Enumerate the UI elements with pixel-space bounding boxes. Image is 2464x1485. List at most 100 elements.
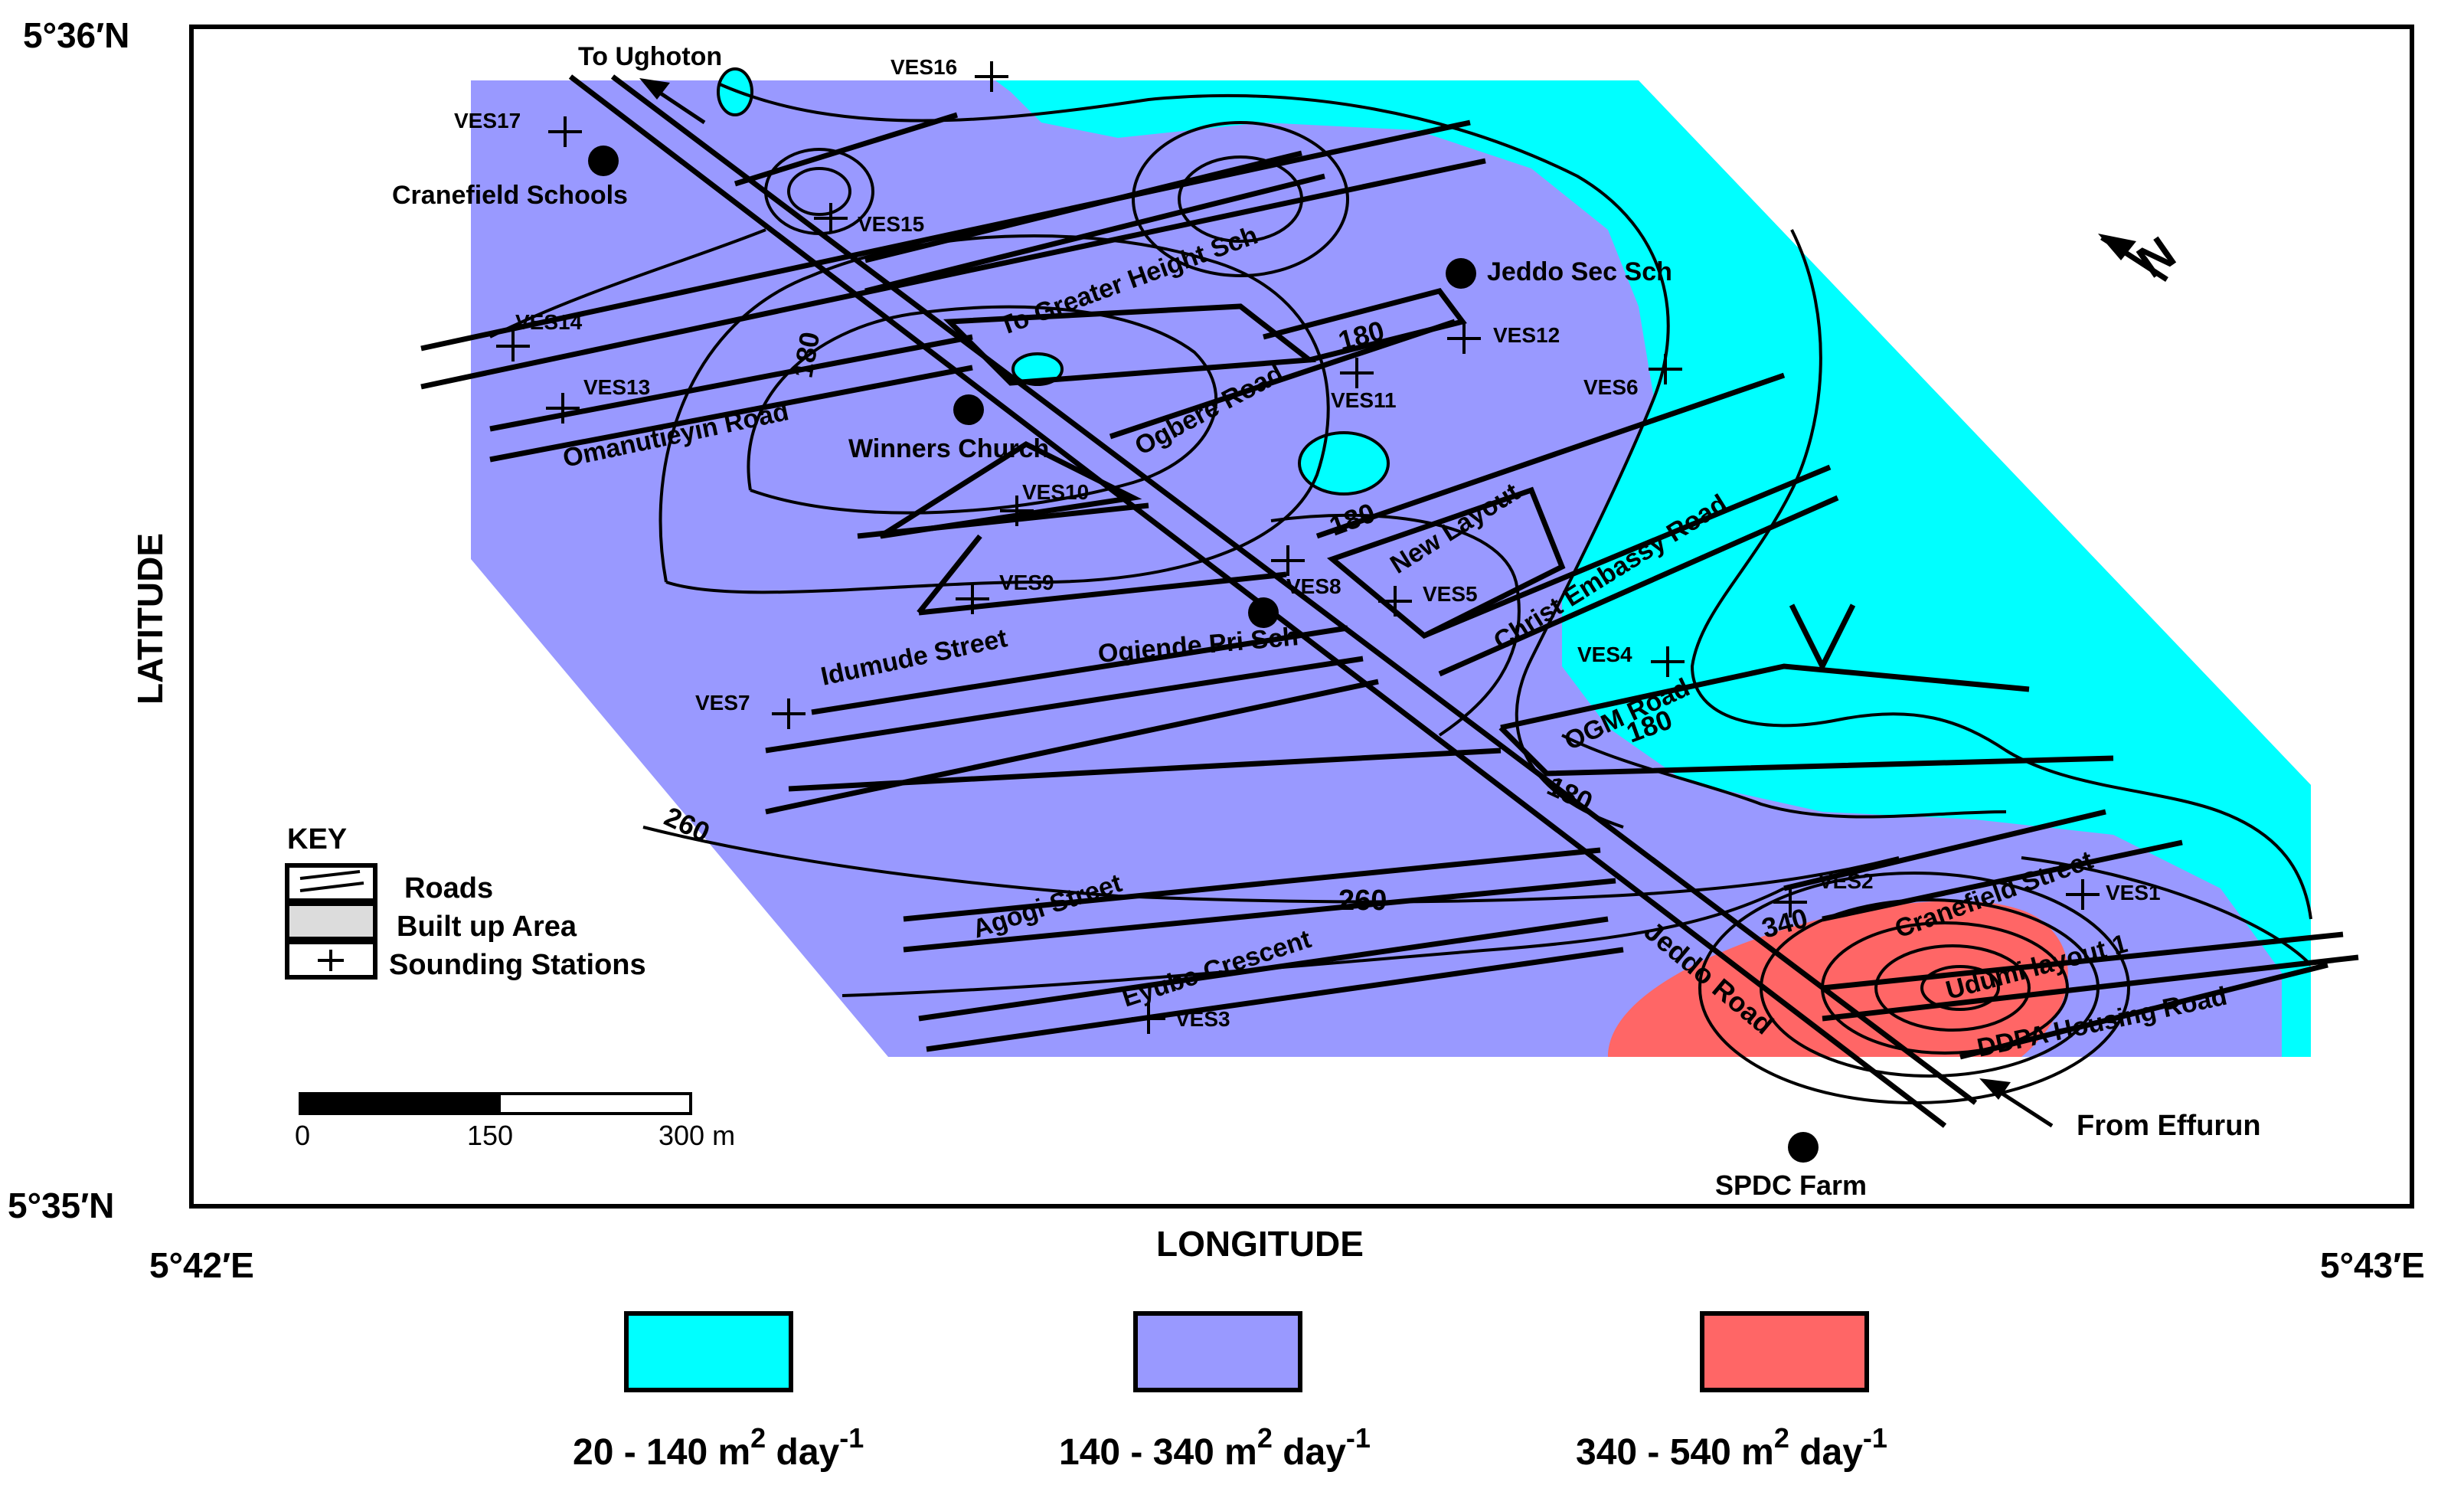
road-segment (734, 112, 959, 187)
contour-line (1132, 121, 1349, 277)
road-segment (765, 656, 1364, 754)
station-label-ves6: VES6 (1583, 375, 1639, 399)
contour-line (1874, 944, 2031, 1032)
transmissivity-legend: 20 - 140 m2 day-1 140 - 340 m2 day-1 340… (573, 1311, 1887, 1473)
lat-bottom-label: 5°35′N (8, 1186, 114, 1225)
station-label-ves17: VES17 (454, 109, 521, 132)
station-cross-ves15 (814, 203, 848, 234)
station-label-ves1: VES1 (2106, 881, 2161, 904)
legend-label-mid: 140 - 340 m2 day-1 (1059, 1422, 1371, 1473)
key-roads-icon (299, 870, 364, 892)
scale-bar: 0 150 300 m (295, 1092, 735, 1151)
road-segment (1822, 954, 2359, 1022)
station-cross-ves14 (496, 331, 530, 361)
station-label-ves9: VES9 (999, 571, 1054, 594)
from-effurun-label: From Effurun (2077, 1110, 2261, 1142)
legend-label-low: 20 - 140 m2 day-1 (573, 1422, 864, 1473)
key-sounding-label: Sounding Stations (389, 949, 646, 981)
station-cross-ves1 (2066, 879, 2100, 910)
station-cross-ves9 (956, 584, 989, 614)
jeddo-road (610, 74, 1978, 1105)
road-segment (918, 916, 1609, 1022)
station-label-ves14: VES14 (515, 310, 583, 334)
road-segment (918, 571, 1287, 616)
legend-unit: day (1789, 1432, 1863, 1473)
legend-exp: -1 (839, 1422, 864, 1454)
station-label-ves8: VES8 (1286, 574, 1341, 598)
cyan-spot-2 (1011, 352, 1064, 386)
jeddo-sec-sch-label: Jeddo Sec Sch (1487, 257, 1672, 286)
road-segment (1500, 663, 2030, 731)
contour-line (642, 826, 1900, 904)
station-cross-ves11 (1340, 358, 1374, 388)
legend-sup: 2 (1774, 1422, 1789, 1454)
legend-swatch-cyan (624, 1311, 793, 1392)
place-markers (588, 146, 1819, 1163)
road-segment (1822, 931, 2344, 991)
from-effurun-arrowhead (1979, 1078, 2011, 1100)
station-cross-ves6 (1649, 354, 1682, 384)
place-dot (1788, 1132, 1819, 1163)
legend-sup: 2 (750, 1422, 766, 1454)
frame-labels: 5°36′N 5°35′N 5°42′E 5°43′E LONGITUDE LA… (8, 15, 2425, 1285)
road-segment (420, 158, 1486, 390)
legend-range: 140 - 340 m (1059, 1432, 1257, 1473)
legend-swatch-purple (1133, 1311, 1302, 1392)
station-cross-ves3 (1132, 1003, 1165, 1034)
road-segment (917, 534, 982, 615)
key-roads-label: Roads (404, 872, 493, 904)
key-title: KEY (287, 823, 347, 855)
contour-line (747, 305, 1218, 515)
station-label-ves5: VES5 (1423, 582, 1478, 606)
station-label-ves10: VES10 (1022, 480, 1089, 504)
station-cross-ves12 (1447, 323, 1481, 354)
key-sounding-icon (318, 950, 344, 971)
legend-label-high: 340 - 540 m2 day-1 (1576, 1422, 1887, 1473)
contour-line (1561, 734, 2007, 819)
road-segment (489, 334, 973, 432)
sounding-stations: VES1VES2VES3VES4VES5VES6VES7VES8VES9VES1… (454, 55, 2161, 1034)
map-key: KEY Roads Built up Area Sounding Station… (285, 823, 646, 981)
road-segment (1423, 464, 1832, 639)
road-segment (903, 847, 1601, 922)
legend-range: 20 - 140 m (573, 1432, 750, 1473)
road-segment (1822, 839, 2183, 922)
lon-left-label: 5°42′E (149, 1245, 254, 1285)
road-segment (1789, 603, 1856, 672)
road-segment (811, 625, 1348, 715)
station-cross-ves8 (1271, 545, 1305, 576)
road-segment (1315, 372, 1786, 539)
contour-line (489, 228, 766, 339)
place-labels: To Ughoton Cranefield Schools Jeddo Sec … (392, 42, 2261, 1201)
scale-tick-300: 300 m (658, 1120, 735, 1151)
station-label-ves2: VES2 (1819, 869, 1874, 893)
contour-line (787, 167, 851, 216)
spdc-farm-label: SPDC Farm (1715, 1169, 1867, 1201)
station-cross-ves2 (1773, 887, 1807, 917)
station-cross-ves5 (1378, 586, 1412, 617)
road-segment (1498, 725, 2114, 777)
station-cross-ves7 (772, 698, 806, 729)
cranefield-schools-label: Cranefield Schools (392, 181, 628, 210)
station-label-ves11: VES11 (1331, 388, 1397, 412)
station-label-ves16: VES16 (891, 55, 957, 79)
place-dot (1446, 258, 1476, 289)
arrows (639, 78, 2054, 1128)
legend-range: 340 - 540 m (1576, 1432, 1774, 1473)
station-cross-ves10 (1000, 496, 1034, 526)
key-built-up-swatch (285, 901, 377, 941)
legend-exp: -1 (1863, 1422, 1887, 1454)
place-dot (588, 146, 619, 176)
winners-church-label: Winners Church (848, 434, 1049, 463)
road-segment (489, 365, 973, 463)
lat-top-label: 5°36′N (23, 15, 129, 55)
road-segment (879, 440, 1142, 539)
legend-unit: day (1273, 1432, 1346, 1473)
roads (420, 74, 2359, 1128)
legend-swatch-red (1700, 1311, 1869, 1392)
station-label-ves4: VES4 (1577, 643, 1632, 666)
road-segment (926, 947, 1624, 1052)
station-cross-ves13 (546, 393, 580, 424)
road-segment (1263, 288, 1467, 363)
